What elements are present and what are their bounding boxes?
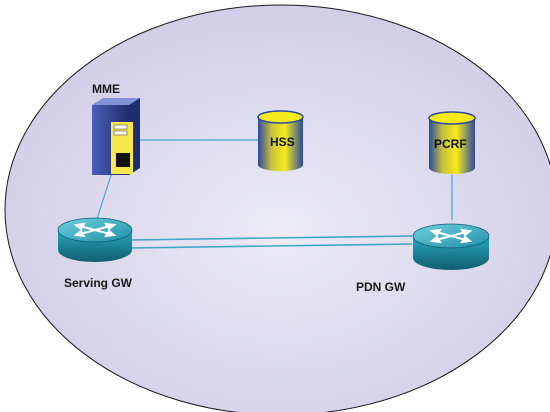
mme-label: MME xyxy=(92,82,120,96)
pdn-gw-label: PDN GW xyxy=(356,280,406,294)
mme-server-icon xyxy=(92,98,140,175)
hss-label: HSS xyxy=(270,135,295,149)
hss-database-icon xyxy=(257,110,304,171)
serving-gw-router-icon xyxy=(57,217,133,262)
link-mme-serving-gw xyxy=(95,171,113,223)
pcrf-database-icon xyxy=(428,111,476,174)
pdn-gw-router-icon xyxy=(412,223,490,270)
serving-gw-label: Serving GW xyxy=(64,276,133,290)
pcrf-label: PCRF xyxy=(434,137,467,151)
network-boundary-ellipse xyxy=(4,4,550,412)
link-serving-gw-pdn-gw xyxy=(129,235,413,249)
links xyxy=(95,139,453,249)
